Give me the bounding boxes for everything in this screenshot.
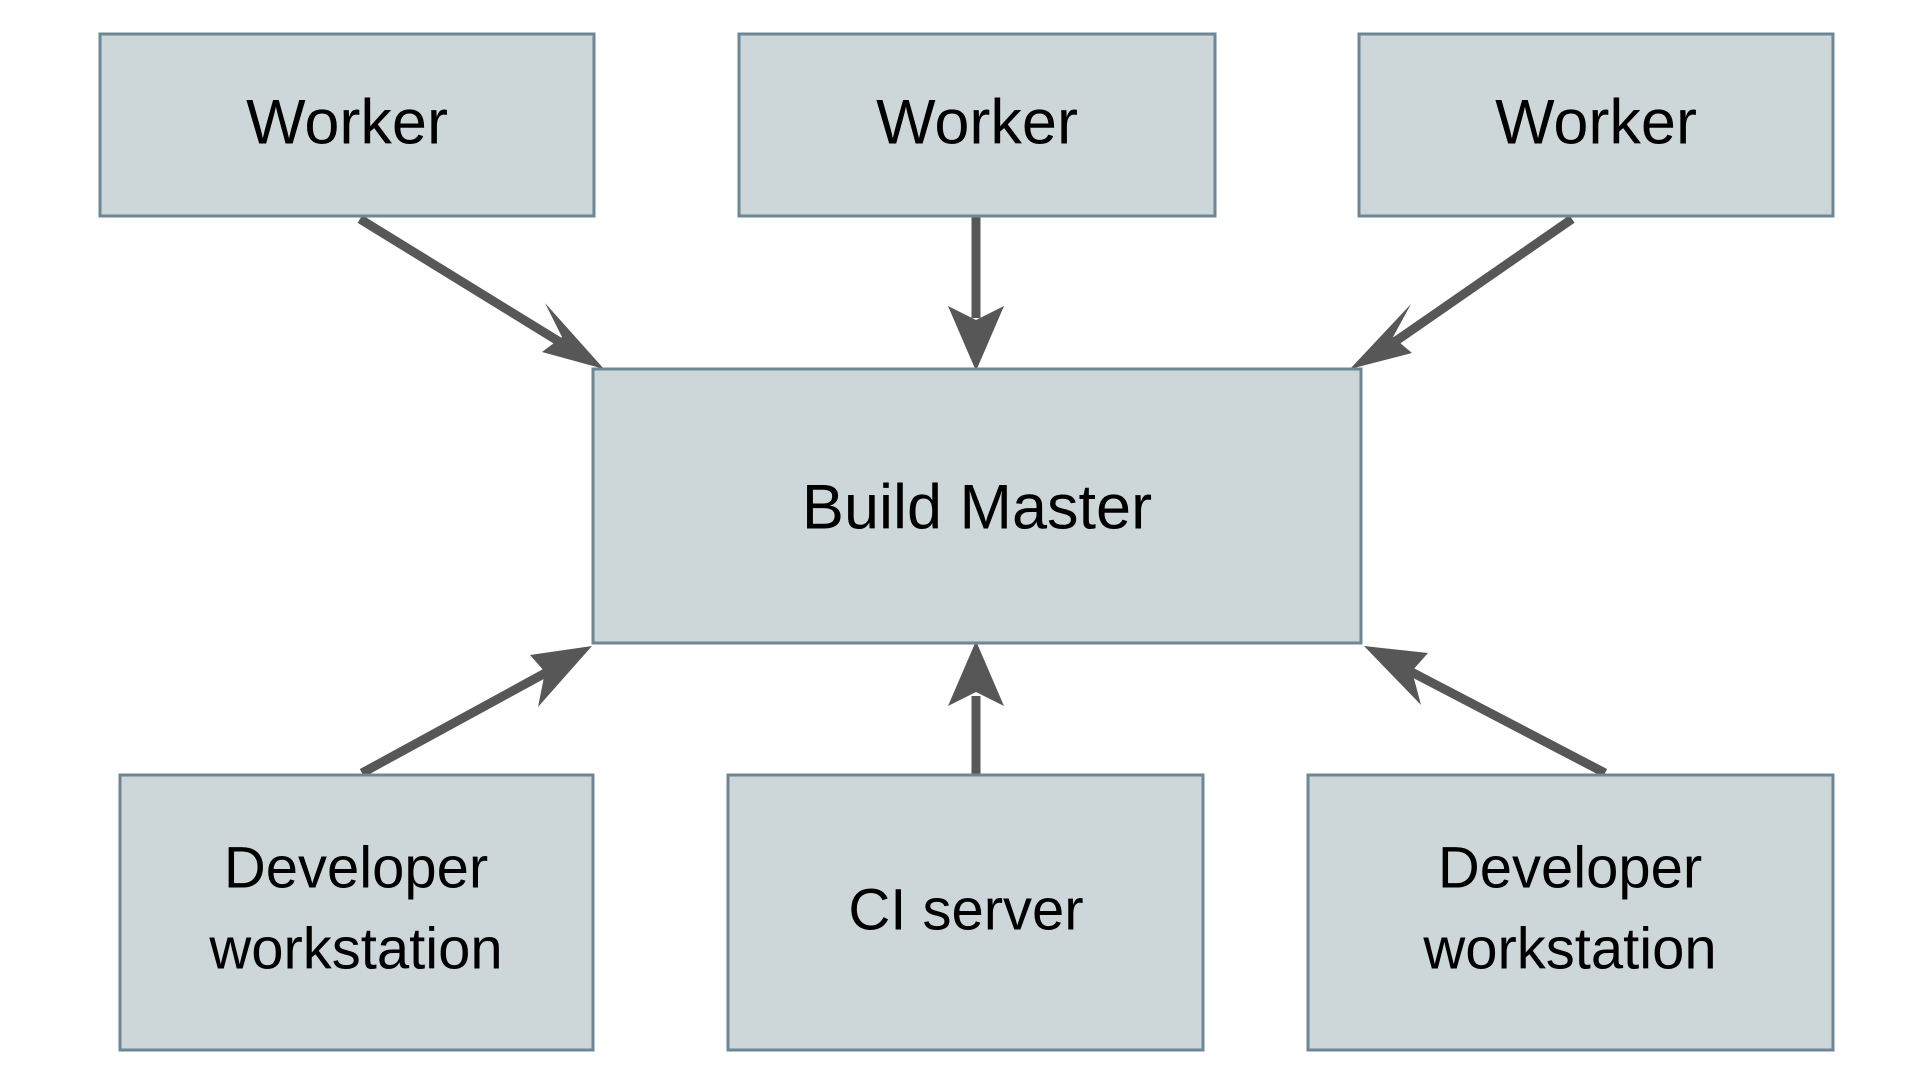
edge-worker-2-to-build-master xyxy=(948,217,1004,371)
node-label: CI server xyxy=(848,877,1083,942)
node-build-master[interactable]: Build Master xyxy=(591,367,1363,645)
edge-dev-station-1-to-build-master xyxy=(359,646,592,777)
edge-worker-3-to-build-master xyxy=(1350,215,1575,369)
edge-line xyxy=(1377,215,1575,356)
node-worker-1[interactable]: Worker xyxy=(98,32,596,218)
node-box[interactable] xyxy=(591,367,1363,645)
node-worker-2[interactable]: Worker xyxy=(737,32,1217,218)
edge-line xyxy=(359,661,563,777)
node-label-line-1: Developer xyxy=(1438,835,1702,900)
arrowhead-icon xyxy=(948,641,1004,706)
node-worker-3[interactable]: Worker xyxy=(1357,32,1835,218)
node-label-line-2: workstation xyxy=(208,916,502,981)
node-box[interactable] xyxy=(98,32,596,218)
arrowhead-icon xyxy=(542,303,604,369)
node-label: Build Master xyxy=(802,473,1152,543)
node-label-line-2: workstation xyxy=(1422,916,1716,981)
node-box[interactable] xyxy=(737,32,1217,218)
node-label-line-1: Developer xyxy=(224,835,488,900)
edge-worker-1-to-build-master xyxy=(357,215,604,369)
node-label: Worker xyxy=(246,88,448,158)
arrowhead-icon xyxy=(1350,304,1412,369)
node-label: Worker xyxy=(1495,88,1697,158)
node-box[interactable] xyxy=(1306,773,1835,1052)
edge-line xyxy=(1395,661,1608,777)
edge-line xyxy=(357,215,579,356)
arrowhead-icon xyxy=(530,646,592,707)
node-label: Worker xyxy=(876,88,1078,158)
arrowhead-icon xyxy=(1364,646,1428,705)
node-box[interactable] xyxy=(726,773,1205,1052)
arrowhead-icon xyxy=(948,306,1004,371)
node-box[interactable] xyxy=(118,773,595,1052)
node-dev-station-2[interactable]: Developer workstation xyxy=(1306,773,1835,1052)
edge-ci-server-to-build-master xyxy=(948,641,1004,775)
node-ci-server[interactable]: CI server xyxy=(726,773,1205,1052)
edge-dev-station-2-to-build-master xyxy=(1364,646,1608,777)
node-dev-station-1[interactable]: Developer workstation xyxy=(118,773,595,1052)
node-box[interactable] xyxy=(1357,32,1835,218)
